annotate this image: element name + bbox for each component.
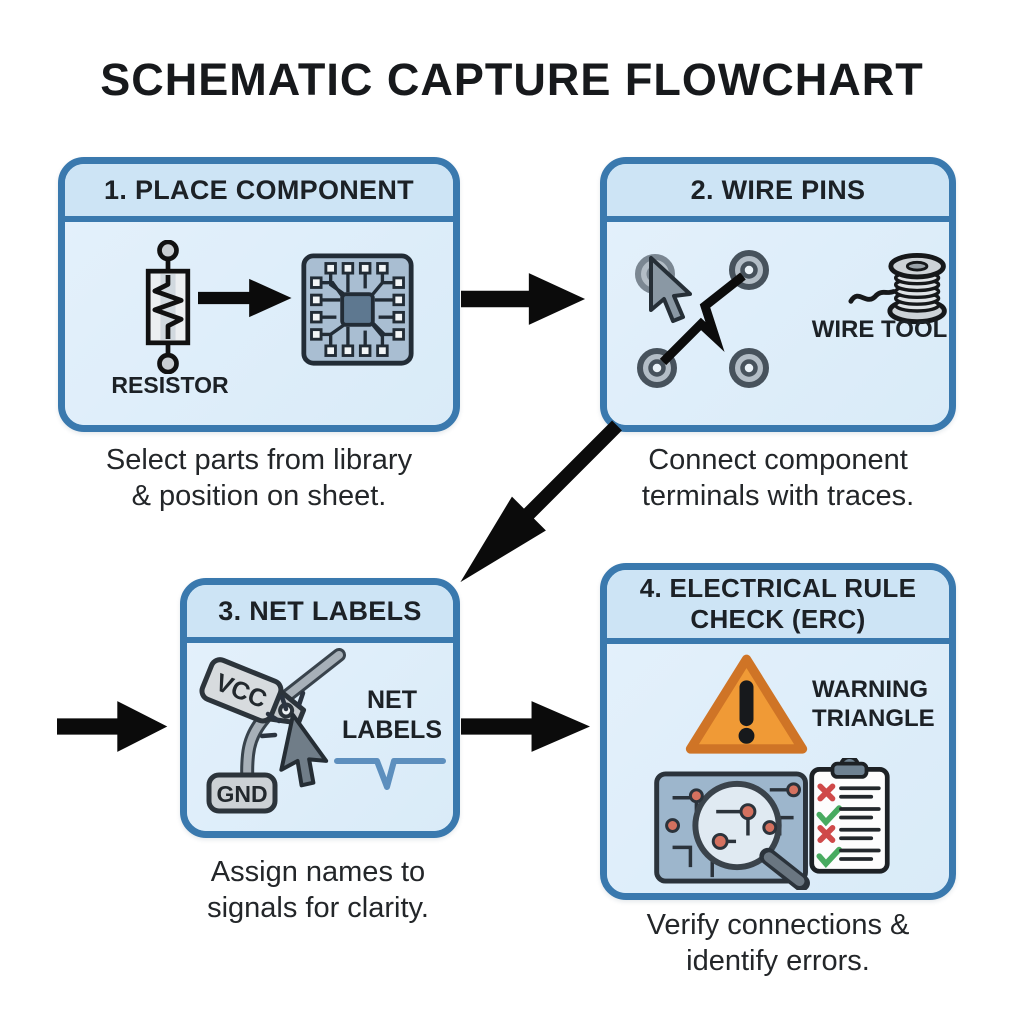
gnd-label: GND: [216, 781, 267, 807]
step-3-caption: Assign names to signals for clarity.: [207, 856, 429, 924]
step-2-body: WIRE TOOL: [607, 222, 949, 425]
net-labels-label: NET LABELS: [342, 686, 442, 744]
step-1-header: 1. PLACE COMPONENT: [65, 164, 453, 222]
step-3-body: VCC GND NET LABELS: [187, 643, 453, 831]
step-1-body: RESISTOR: [65, 222, 453, 425]
step-4-header: 4. ELECTRICAL RULE CHECK (ERC): [607, 570, 949, 644]
checklist-icon: [809, 758, 890, 874]
step-4-box: 4. ELECTRICAL RULE CHECK (ERC) WARNING T…: [600, 563, 956, 900]
arrow-into-step3-icon: [57, 701, 168, 752]
step-4-body: WARNING TRIANGLE: [607, 644, 949, 893]
step-4-caption: Verify connections & identify errors.: [646, 909, 910, 977]
wire-spool-icon: [848, 253, 947, 325]
step-3-box: 3. NET LABELS VCC GND: [180, 578, 460, 838]
step-1-box: 1. PLACE COMPONENT: [58, 157, 460, 432]
net-waveform-icon: [334, 758, 446, 790]
step-3-header: 3. NET LABELS: [187, 585, 453, 643]
cursor-click-icon: [279, 713, 329, 788]
page-title: SCHEMATIC CAPTURE FLOWCHART: [100, 54, 924, 105]
check-marks: [816, 805, 842, 868]
resistor-label: RESISTOR: [111, 372, 229, 398]
arrow-step2-to-step3-icon: [460, 420, 622, 583]
placement-arrow-icon: [198, 278, 292, 318]
step-2-box: 2. WIRE PINS: [600, 157, 956, 432]
wire-pins-icon: [635, 250, 769, 388]
step-2-caption: Connect component terminals with traces.: [641, 444, 915, 512]
gnd-tag: [206, 772, 278, 814]
click-sparks-icon: [259, 690, 306, 739]
step-2-header: 2. WIRE PINS: [607, 164, 949, 222]
ic-chip-icon: [301, 253, 414, 366]
error-x-marks: [817, 783, 836, 843]
cursor-icon: [649, 256, 692, 323]
resistor-symbol-icon: [145, 240, 191, 374]
step-1-caption: Select parts from library & position on …: [105, 444, 413, 512]
wire-tool-label: WIRE TOOL: [811, 316, 948, 343]
pcb-magnifier-icon: [654, 771, 810, 890]
warning-triangle-icon: [685, 654, 808, 754]
warning-triangle-label: WARNING TRIANGLE: [812, 676, 935, 732]
arrow-step3-to-step4-icon: [461, 701, 590, 752]
net-tag-icon: VCC GND: [199, 648, 446, 814]
arrow-step1-to-step2-icon: [461, 273, 586, 325]
